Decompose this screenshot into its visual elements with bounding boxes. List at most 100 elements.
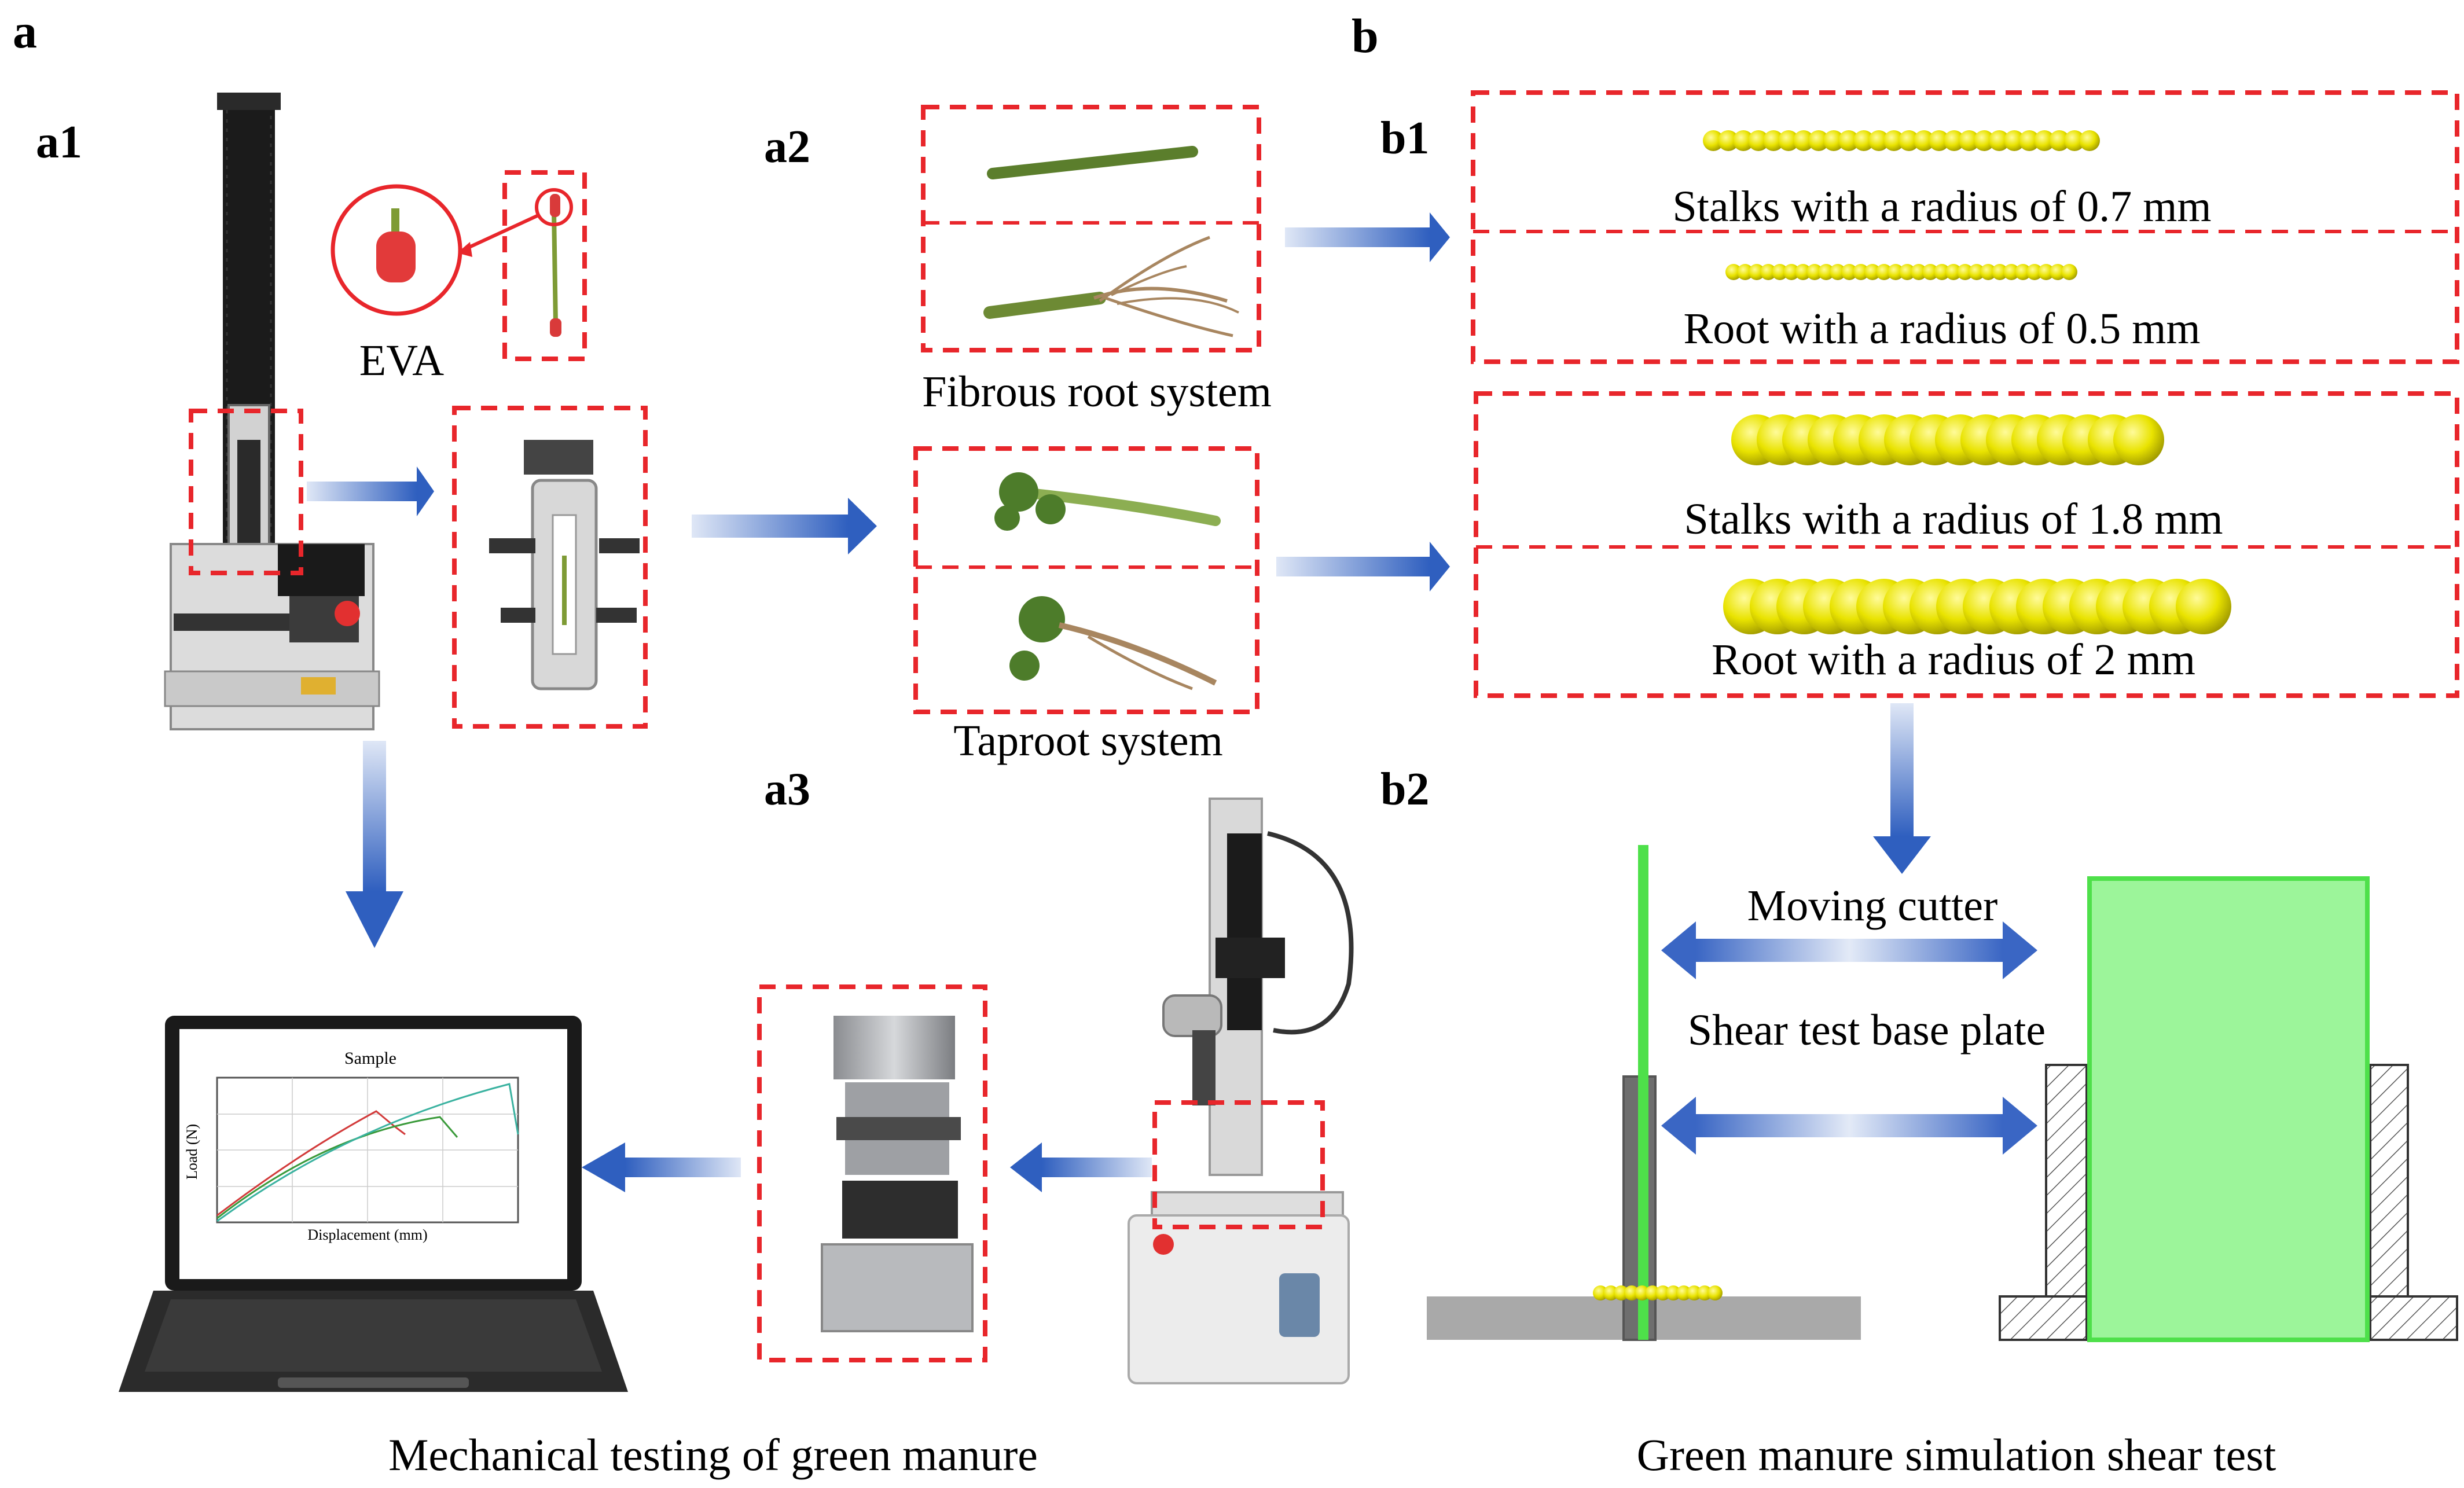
stalk-particle (1748, 130, 1769, 151)
stalk-particle (1944, 130, 1964, 151)
eva-zoom-source-circle (535, 188, 573, 226)
root-particle (2038, 264, 2054, 280)
root-particle-chain-05 (1725, 264, 2077, 280)
stalk-particle (1959, 130, 1980, 151)
panel-label-b: b (1352, 9, 1379, 63)
sample-particles-on-plate (1593, 1285, 1723, 1300)
panel-label-b1: b1 (1380, 113, 1430, 164)
stalk-particle (1793, 130, 1814, 151)
stalk-particle (1808, 130, 1829, 151)
taproot-box (913, 446, 1259, 714)
root-particle (1830, 264, 1846, 280)
moving-cutter-double-arrow (1661, 921, 2037, 979)
root-particle (1899, 264, 1915, 280)
stalk-particle (1868, 130, 1889, 151)
arrow-model-to-simulation (1873, 703, 1931, 874)
stalk-particle (1899, 130, 1919, 151)
plate-particle (1697, 1285, 1712, 1300)
root-particle (1864, 264, 1881, 280)
stalk-particle (2064, 130, 2085, 151)
shear-fixture-detail-box (757, 984, 987, 1362)
plate-particle (1655, 1285, 1670, 1300)
fixture-right-wall (2369, 1064, 2409, 1298)
arrow-machine-to-clamp (307, 466, 434, 516)
stalk-particle-chain-18 (1731, 414, 2164, 465)
stalk-particle (2049, 130, 2070, 151)
plate-particle (1707, 1285, 1723, 1300)
stalk-particle (1883, 130, 1904, 151)
stalk-particle (2113, 414, 2164, 465)
root-particle (1876, 264, 1892, 280)
stalk-particle-chain-07 (1703, 130, 2100, 151)
root-particle (1945, 264, 1962, 280)
plate-particle (1687, 1285, 1702, 1300)
laptop-curve-teal (216, 1083, 519, 1222)
clamp-detail-box (452, 406, 648, 729)
fibrous-root-box (921, 105, 1261, 352)
moving-cutter-blade (1638, 845, 1648, 1340)
root-particle (1853, 264, 1869, 280)
fibrous-root-image (983, 236, 1239, 337)
root-particle (1783, 264, 1800, 280)
plate-particle (1645, 1285, 1660, 1300)
fibrous-model-box (1471, 90, 2459, 364)
stalk-particle (1763, 130, 1784, 151)
plate-particle (1635, 1285, 1650, 1300)
caption-mechanical-testing: Mechanical testing of green manure (388, 1430, 1038, 1480)
stalk-particle (1838, 130, 1859, 151)
fixture-right-foot (2369, 1295, 2458, 1341)
laptop-chart-ylabel: Load (N) (183, 1124, 200, 1180)
plate-particle (1614, 1285, 1629, 1300)
stalk-particle (1778, 130, 1799, 151)
root-particle (1725, 264, 1742, 280)
fixture-left-wall (2045, 1064, 2088, 1298)
stalk-particle (1733, 130, 1754, 151)
root-particle (1969, 264, 1985, 280)
root-particle (1888, 264, 1904, 280)
plate-particle (1676, 1285, 1691, 1300)
root-2-label: Root with a radius of 2 mm (1712, 635, 2195, 684)
root-particle (2003, 264, 2019, 280)
fibrous-root-label: Fibrous root system (922, 368, 1272, 416)
laptop-curve-green (216, 1116, 458, 1219)
shear-fixture-highlight (1152, 1100, 1325, 1229)
stalk-particle (1823, 130, 1844, 151)
eva-zoom-image (376, 208, 416, 282)
root-particle (1911, 264, 1927, 280)
taproot-root-image (1009, 596, 1217, 690)
panel-label-b2: b2 (1380, 764, 1430, 815)
root-particle (1795, 264, 1811, 280)
stalk-particle (1703, 130, 1724, 151)
root-particle (1980, 264, 1996, 280)
eva-sample-stalk (550, 194, 561, 337)
root-particle (1957, 264, 1973, 280)
arrow-fibrous-to-model (1285, 212, 1450, 262)
taproot-stalk-image (994, 472, 1221, 531)
base-plate-double-arrow (1661, 1097, 2037, 1155)
stalk-particle (2019, 130, 2040, 151)
root-particle (2061, 264, 2077, 280)
arrow-clamp-to-plants (692, 498, 877, 554)
laptop-chart-title: Sample (344, 1049, 396, 1068)
root-particle (2026, 264, 2043, 280)
eva-sample-box (502, 170, 587, 361)
plate-particle (1624, 1285, 1639, 1300)
plate-particle (1603, 1285, 1618, 1300)
root-particle-chain-2 (1723, 579, 2231, 634)
eva-zoom-pointer (462, 214, 539, 252)
stalk-particle (1974, 130, 1995, 151)
stalk-particle (2004, 130, 2025, 151)
machine-clamp-highlight (189, 409, 303, 575)
root-05-label: Root with a radius of 0.5 mm (1684, 304, 2201, 353)
root-particle (1922, 264, 1938, 280)
laptop-chart-xlabel: Displacement (mm) (307, 1226, 427, 1243)
arrow-down-to-laptop (346, 741, 403, 948)
moving-cutter-label: Moving cutter (1747, 881, 1998, 930)
shear-tester-illustration (1128, 798, 1354, 1384)
clamp-detail-image (489, 440, 640, 690)
caption-simulation-shear-test: Green manure simulation shear test (1637, 1430, 2276, 1480)
root-particle (1992, 264, 2008, 280)
stalk-07-label: Stalks with a radius of 0.7 mm (1673, 182, 2212, 231)
plate-particle (1666, 1285, 1681, 1300)
